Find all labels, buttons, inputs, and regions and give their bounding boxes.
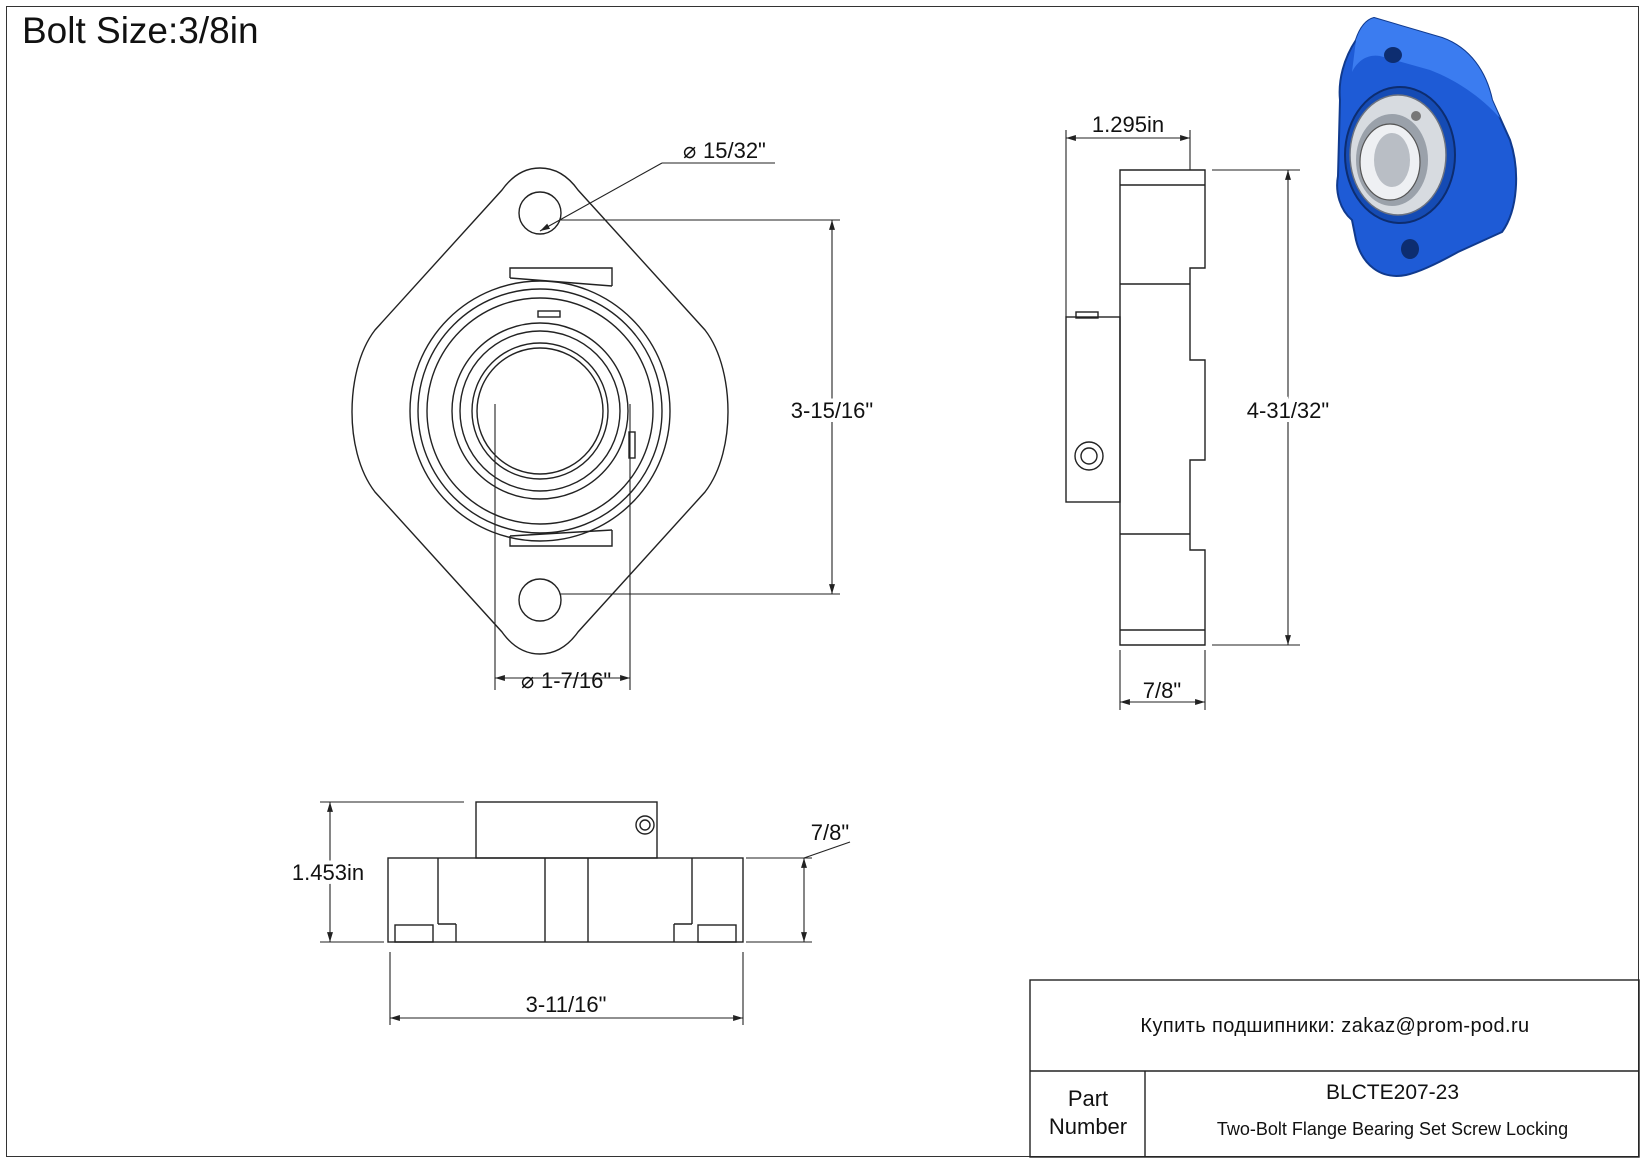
part-description: Two-Bolt Flange Bearing Set Screw Lockin… (1216, 1119, 1569, 1139)
part-number-label: Part Number (1048, 1086, 1128, 1139)
top-bolt-hole (518, 191, 562, 235)
side-height-dimension: 4-31/32" (1247, 398, 1329, 423)
bottom-bolt-hole (518, 578, 562, 622)
front-flange-outline (351, 167, 729, 655)
front-view (351, 162, 840, 690)
bottom-flange-thickness-dimension: 7/8" (811, 820, 849, 845)
side-set-screw (1074, 441, 1104, 471)
bolt-size-title: Bolt Size:3/8in (22, 10, 259, 51)
bolt-hole-dimension: 15/32" (703, 138, 766, 163)
bore-diameter-symbol: ⌀ (521, 668, 534, 693)
title-block (1029, 979, 1640, 1158)
bottom-view (320, 801, 851, 1025)
bore-dimension: 1-7/16" (541, 668, 611, 693)
title-block-contact: Купить подшипники: zakaz@prom-pod.ru (1140, 1015, 1530, 1037)
bearing-3d-render (1336, 16, 1518, 277)
bottom-height-dimension: 1.453in (292, 860, 364, 885)
side-flange-plate (1119, 169, 1206, 646)
side-flange-thickness-dimension: 7/8" (1143, 678, 1181, 703)
drawing-frame (6, 6, 1639, 1157)
bolt-spacing-dimension: 3-15/16" (791, 398, 873, 423)
side-width-dimension: 1.295in (1092, 112, 1164, 137)
side-view (1065, 130, 1300, 710)
bottom-flange-body (387, 857, 744, 943)
bolt-hole-diameter-symbol: ⌀ (683, 138, 696, 163)
bottom-width-dimension: 3-11/16" (526, 992, 607, 1017)
side-insert-collar (1065, 316, 1121, 503)
part-number-code: BLCTE207-23 (1325, 1081, 1460, 1104)
bottom-insert-collar (475, 801, 658, 859)
bottom-set-screw (635, 815, 655, 835)
